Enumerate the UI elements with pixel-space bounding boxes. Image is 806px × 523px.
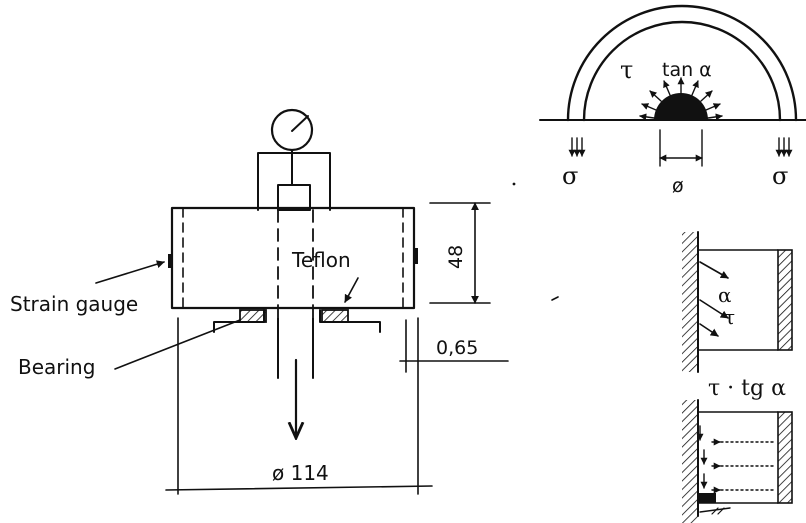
radial-pressure-arrows (639, 77, 723, 121)
bearing-label: Bearing (18, 355, 95, 379)
side-tau-label: τ (724, 305, 735, 329)
arc-sigma-right-label: σ (772, 162, 788, 190)
teflon-right (321, 309, 349, 323)
teflon-leader (344, 277, 359, 303)
side-view-friction: τ · tg α (682, 376, 793, 523)
teflon-label: Teflon (291, 248, 351, 272)
arc-stress-diagram: τ tan α σ σ ø (539, 4, 806, 197)
bearing-leader (114, 319, 241, 370)
bearing-plate (213, 309, 381, 333)
arc-tau-label: τ (620, 56, 633, 84)
sigma-arrow-left (568, 137, 586, 157)
strain-gauge-leader (95, 260, 165, 284)
diameter-label: ø 114 (272, 461, 329, 485)
arc-phi-label: ø (672, 175, 684, 197)
gap-dimension: 0,65 (399, 319, 509, 373)
arc-sigma-left-label: σ (562, 162, 578, 190)
height-dimension: 48 (429, 202, 491, 304)
side-tau-tg-alpha-label: τ · tg α (708, 376, 786, 401)
height-label: 48 (445, 245, 467, 269)
strain-gauge-left (168, 254, 172, 268)
specimen-hidden-lines (182, 207, 404, 319)
specimen-assembly: 48 0,65 ø 114 Teflon Strain gauge Bearin… (10, 108, 559, 495)
teflon-left (239, 309, 267, 323)
side-view-shear: α τ (682, 231, 793, 373)
pull-rod (277, 317, 314, 438)
gap-label: 0,65 (436, 337, 478, 359)
strain-gauge-right (414, 248, 418, 264)
arc-tan-alpha-label: tan α (662, 59, 712, 81)
sigma-arrow-right (775, 137, 793, 157)
side-alpha-label: α (718, 283, 732, 307)
dial-gauge-icon (270, 108, 314, 186)
gauge-frame (257, 152, 331, 211)
strain-gauge-label: Strain gauge (10, 292, 138, 316)
phi-dimension (659, 129, 703, 167)
diameter-dimension: ø 114 (165, 317, 433, 495)
